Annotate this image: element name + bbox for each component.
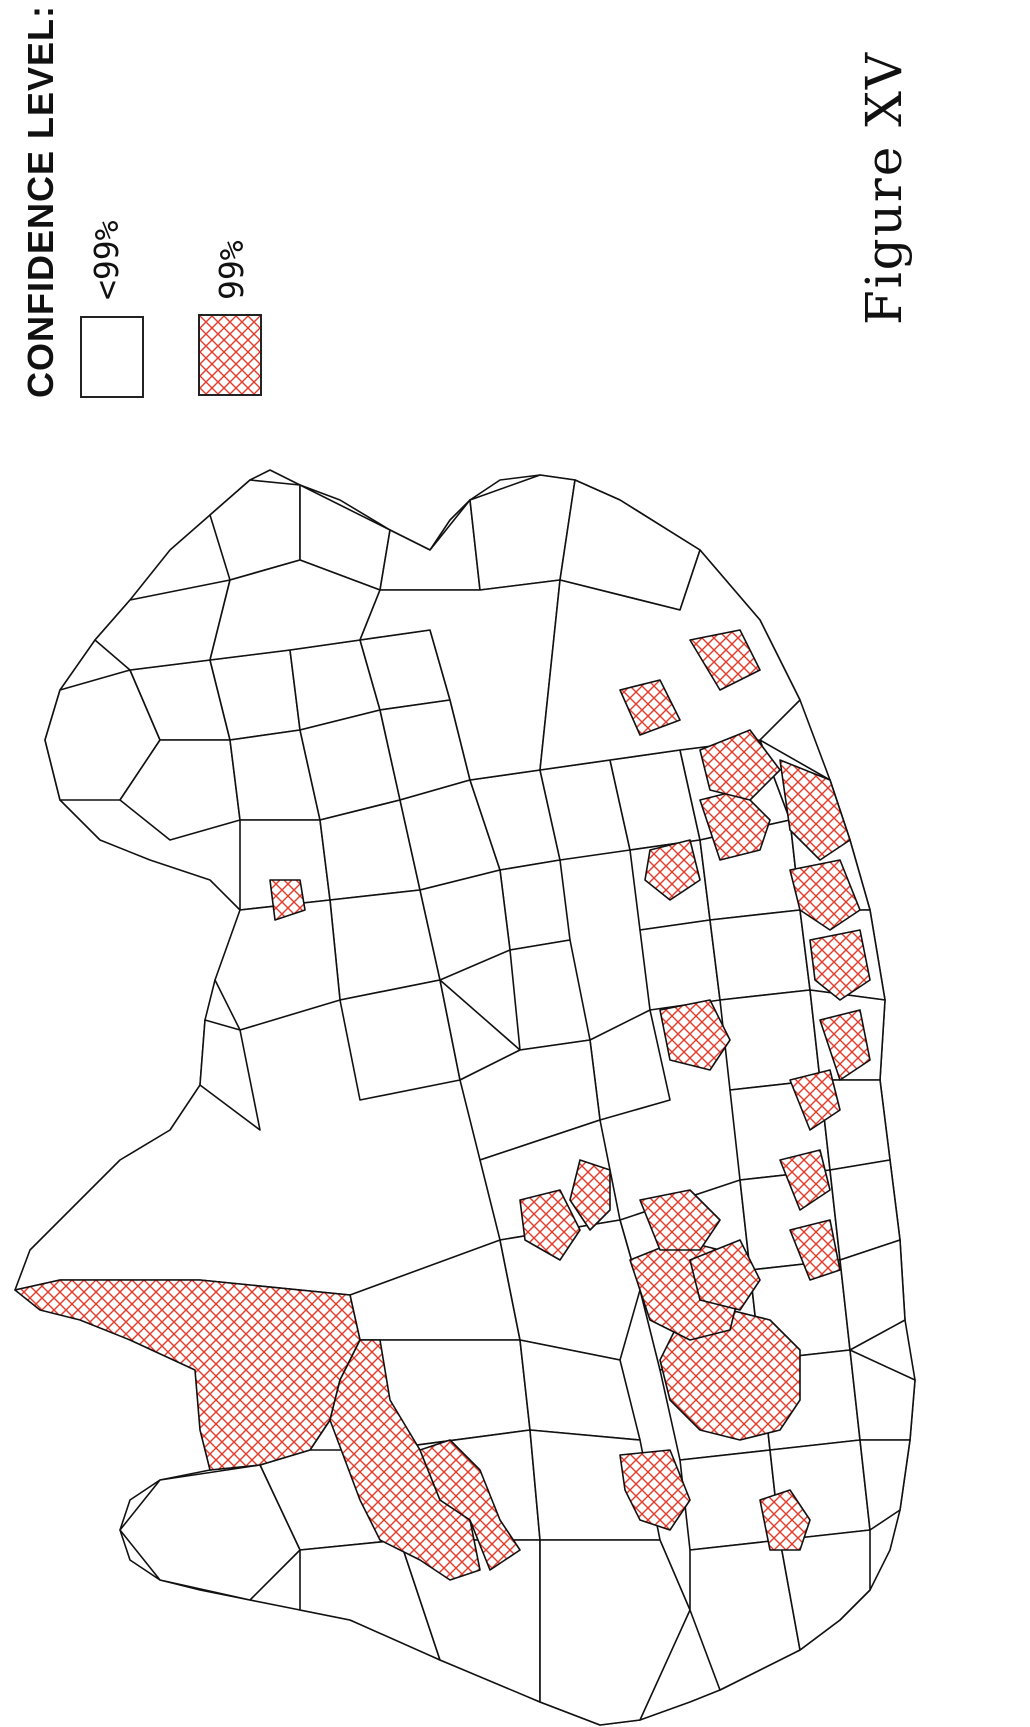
legend-title: CONFIDENCE LEVEL:: [20, 4, 61, 398]
district-99: [699, 729, 781, 801]
district-99: [419, 1439, 521, 1571]
district-99: [809, 929, 871, 1001]
district-99: [779, 1149, 831, 1211]
district-99: [639, 1189, 721, 1251]
district: [459, 1039, 601, 1161]
district: [689, 1539, 801, 1691]
district: [859, 1439, 911, 1531]
district-99: [789, 1069, 841, 1131]
district-99-large-west: [14, 1279, 361, 1471]
district: [119, 739, 241, 841]
figure-caption: Figure XV: [855, 51, 913, 325]
district: [359, 579, 561, 781]
district: [199, 1019, 261, 1131]
district-99: [269, 879, 306, 921]
district-map: [14, 469, 916, 1726]
district-99: [759, 1489, 811, 1551]
district-99: [689, 629, 761, 691]
district: [539, 549, 801, 771]
district: [339, 979, 461, 1101]
district: [639, 919, 721, 1011]
legend-label-below-99: <99%: [87, 220, 126, 300]
district-99: [659, 1309, 801, 1441]
district: [214, 899, 341, 1031]
legend-swatch-below-99: [80, 316, 144, 398]
district-99: [619, 1449, 691, 1531]
legend-swatch-99: [198, 314, 262, 396]
district: [839, 1239, 906, 1351]
district-99: [779, 759, 851, 861]
district-99: [659, 999, 731, 1071]
legend-label-99: 99%: [212, 240, 251, 300]
district: [779, 1529, 871, 1651]
district-99: [689, 1239, 761, 1311]
district-99: [569, 1159, 611, 1231]
district-99: [789, 1219, 841, 1281]
district-99: [644, 839, 701, 901]
district-99: [789, 859, 861, 931]
district: [539, 1539, 691, 1726]
district: [709, 909, 811, 1001]
district-99: [519, 1189, 581, 1261]
district: [719, 989, 821, 1091]
district: [379, 499, 481, 591]
district: [499, 1219, 641, 1361]
district-99: [619, 679, 681, 736]
district-99: [819, 1009, 871, 1081]
district: [94, 579, 231, 671]
legend-hatch-swatch: [200, 316, 260, 394]
district: [499, 859, 571, 951]
